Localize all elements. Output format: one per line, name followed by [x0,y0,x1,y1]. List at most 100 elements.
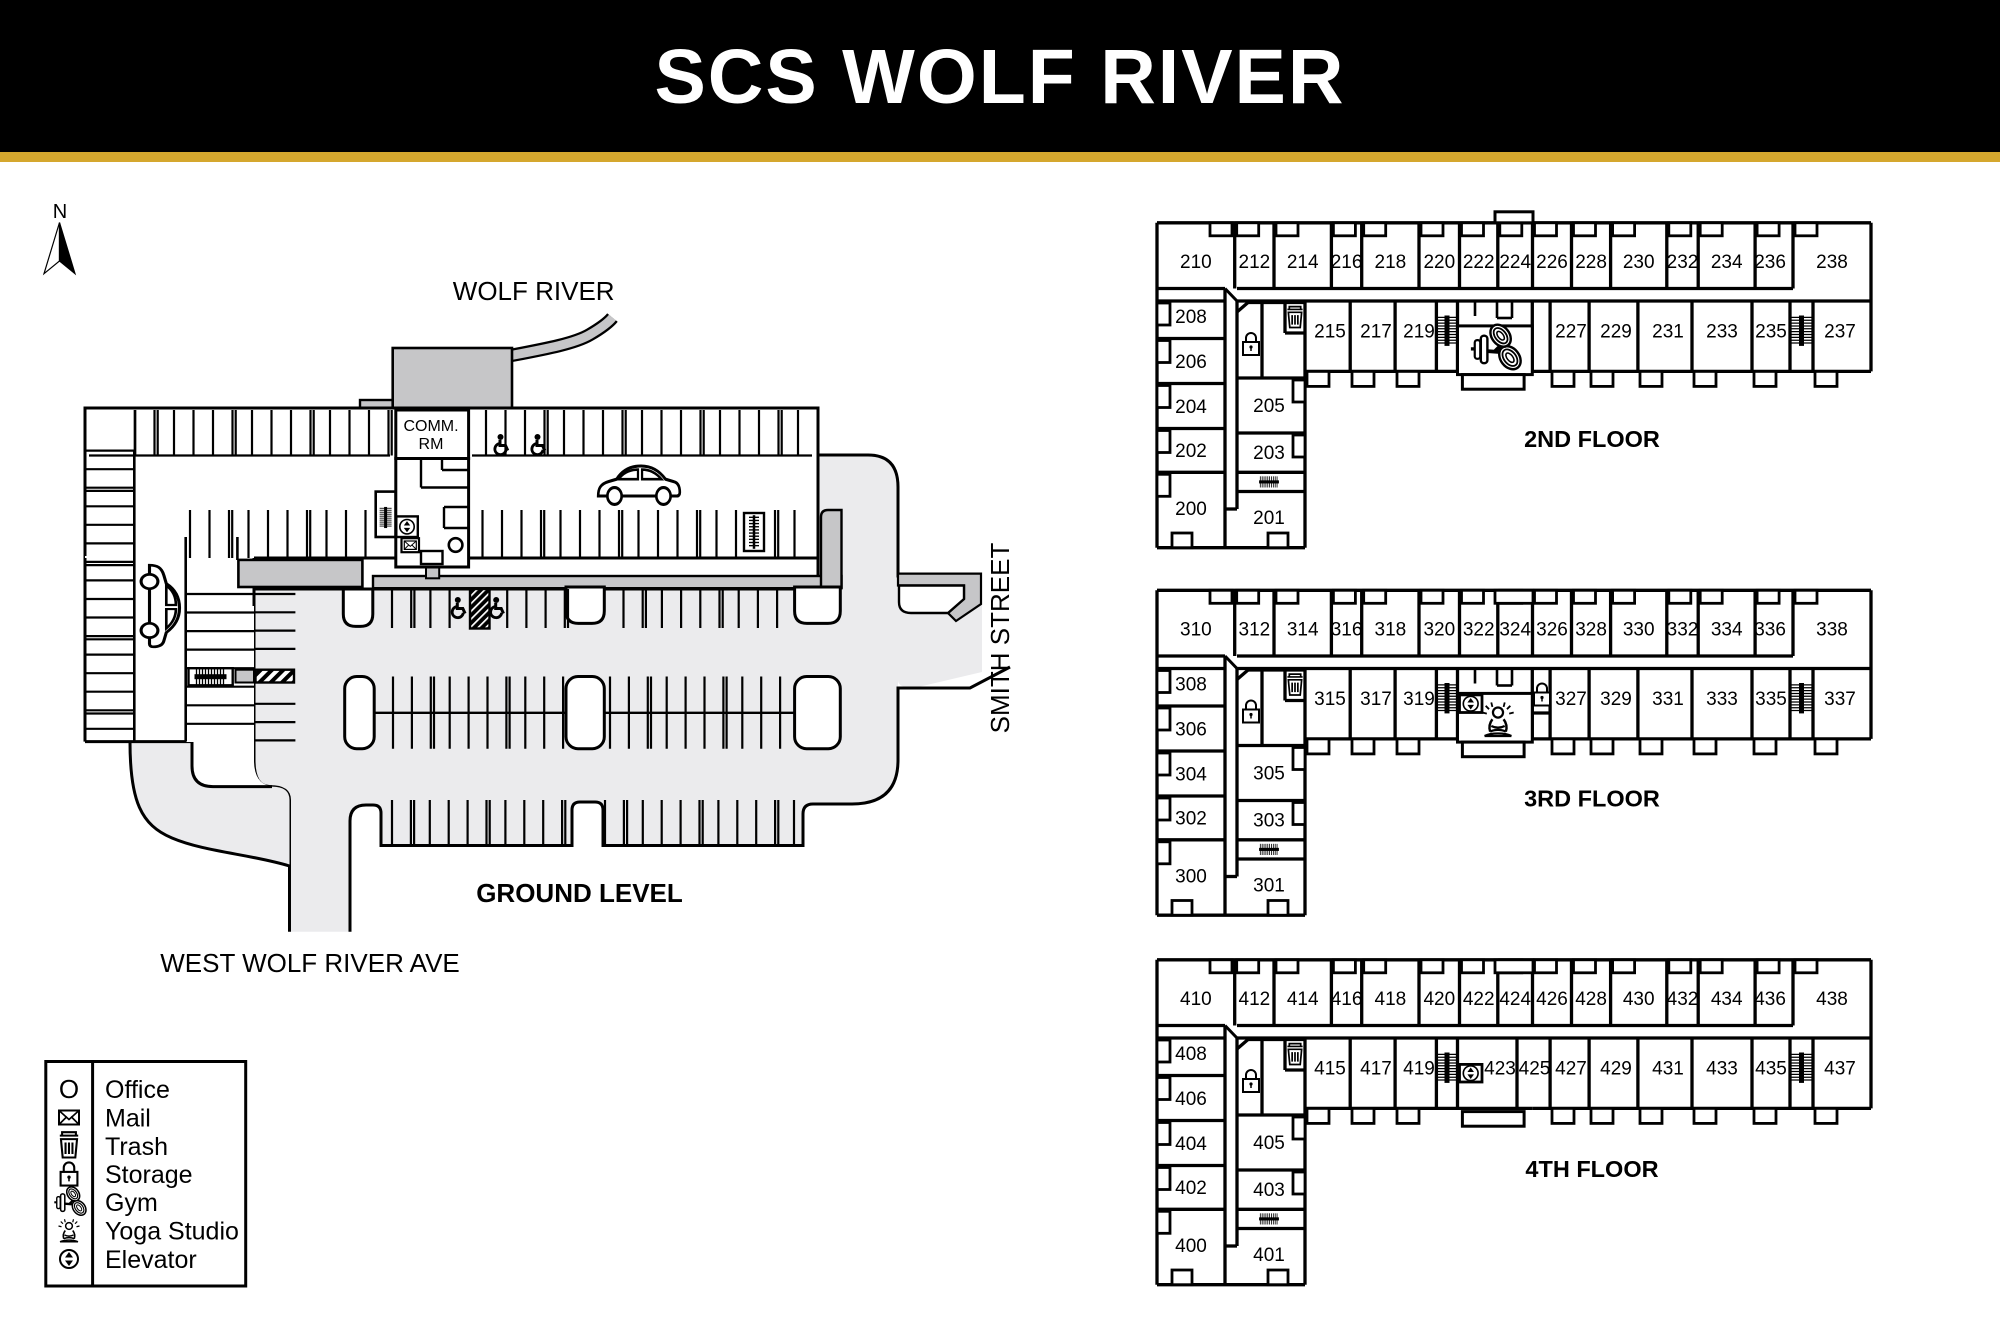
svg-text:312: 312 [1239,620,1271,641]
svg-text:318: 318 [1375,620,1407,641]
svg-text:329: 329 [1600,689,1632,710]
svg-text:WEST WOLF RIVER AVE: WEST WOLF RIVER AVE [160,948,460,978]
svg-text:234: 234 [1711,252,1743,273]
svg-text:302: 302 [1175,809,1207,830]
svg-text:310: 310 [1180,620,1212,641]
svg-text:316: 316 [1331,620,1363,641]
svg-text:SMITH STREET: SMITH STREET [985,543,1015,734]
svg-text:305: 305 [1253,764,1285,785]
svg-text:435: 435 [1755,1059,1787,1080]
svg-text:330: 330 [1623,620,1655,641]
svg-text:226: 226 [1536,252,1568,273]
svg-text:336: 336 [1754,620,1786,641]
svg-text:427: 427 [1555,1059,1587,1080]
svg-text:303: 303 [1253,811,1285,832]
svg-text:220: 220 [1423,252,1455,273]
svg-text:437: 437 [1824,1059,1856,1080]
svg-text:314: 314 [1287,620,1319,641]
svg-text:215: 215 [1314,322,1346,343]
svg-text:335: 335 [1755,689,1787,710]
svg-text:2ND FLOOR: 2ND FLOOR [1524,426,1660,452]
svg-text:322: 322 [1463,620,1495,641]
svg-text:WOLF RIVER: WOLF RIVER [453,276,615,306]
svg-text:433: 433 [1706,1059,1738,1080]
svg-text:Storage: Storage [105,1161,193,1189]
svg-text:412: 412 [1239,989,1271,1010]
svg-text:337: 337 [1824,689,1856,710]
svg-text:324: 324 [1499,620,1531,641]
svg-text:O: O [59,1074,79,1104]
svg-text:Trash: Trash [105,1133,168,1161]
svg-text:406: 406 [1175,1089,1207,1110]
svg-text:203: 203 [1253,443,1285,464]
svg-text:420: 420 [1423,989,1455,1010]
svg-text:200: 200 [1175,499,1207,520]
svg-text:430: 430 [1623,989,1655,1010]
svg-text:219: 219 [1403,322,1435,343]
svg-text:326: 326 [1536,620,1568,641]
svg-text:201: 201 [1253,508,1285,529]
svg-text:415: 415 [1314,1059,1346,1080]
svg-text:320: 320 [1423,620,1455,641]
svg-text:338: 338 [1816,620,1848,641]
svg-text:317: 317 [1360,689,1392,710]
svg-text:224: 224 [1499,252,1531,273]
svg-text:429: 429 [1600,1059,1632,1080]
svg-text:214: 214 [1287,252,1319,273]
svg-text:229: 229 [1600,322,1632,343]
svg-text:417: 417 [1360,1059,1392,1080]
svg-text:231: 231 [1652,322,1684,343]
svg-text:410: 410 [1180,989,1212,1010]
svg-text:Office: Office [105,1076,170,1104]
svg-text:315: 315 [1314,689,1346,710]
svg-text:SCS WOLF RIVER: SCS WOLF RIVER [654,34,1345,120]
svg-text:424: 424 [1499,989,1531,1010]
svg-text:422: 422 [1463,989,1495,1010]
svg-text:408: 408 [1175,1044,1207,1065]
svg-text:204: 204 [1175,397,1207,418]
svg-text:434: 434 [1711,989,1743,1010]
svg-text:Gym: Gym [105,1189,158,1217]
svg-text:418: 418 [1375,989,1407,1010]
svg-text:308: 308 [1175,675,1207,696]
svg-text:N: N [53,201,67,223]
svg-text:334: 334 [1711,620,1743,641]
svg-text:232: 232 [1667,252,1699,273]
svg-text:216: 216 [1331,252,1363,273]
svg-text:3RD FLOOR: 3RD FLOOR [1524,786,1660,812]
svg-text:227: 227 [1555,322,1587,343]
svg-text:404: 404 [1175,1134,1207,1155]
svg-text:405: 405 [1253,1133,1285,1154]
svg-text:218: 218 [1375,252,1407,273]
svg-text:436: 436 [1754,989,1786,1010]
svg-text:4TH FLOOR: 4TH FLOOR [1525,1156,1658,1182]
svg-text:202: 202 [1175,441,1207,462]
svg-text:400: 400 [1175,1236,1207,1257]
svg-text:403: 403 [1253,1180,1285,1201]
svg-text:Elevator: Elevator [105,1246,197,1274]
svg-text:428: 428 [1575,989,1607,1010]
svg-text:425: 425 [1519,1059,1551,1080]
svg-text:328: 328 [1575,620,1607,641]
svg-text:331: 331 [1652,689,1684,710]
svg-text:419: 419 [1403,1059,1435,1080]
svg-text:423: 423 [1484,1059,1516,1080]
svg-text:210: 210 [1180,252,1212,273]
svg-text:306: 306 [1175,720,1207,741]
svg-text:Yoga Studio: Yoga Studio [105,1218,239,1246]
svg-text:300: 300 [1175,867,1207,888]
svg-text:416: 416 [1331,989,1363,1010]
svg-text:333: 333 [1706,689,1738,710]
svg-text:235: 235 [1755,322,1787,343]
svg-text:RM: RM [419,436,444,453]
svg-text:438: 438 [1816,989,1848,1010]
svg-text:212: 212 [1239,252,1271,273]
svg-text:332: 332 [1667,620,1699,641]
svg-text:205: 205 [1253,396,1285,417]
svg-text:304: 304 [1175,765,1207,786]
svg-text:230: 230 [1623,252,1655,273]
svg-text:206: 206 [1175,352,1207,373]
svg-text:217: 217 [1360,322,1392,343]
svg-text:327: 327 [1555,689,1587,710]
svg-text:GROUND LEVEL: GROUND LEVEL [476,878,683,908]
